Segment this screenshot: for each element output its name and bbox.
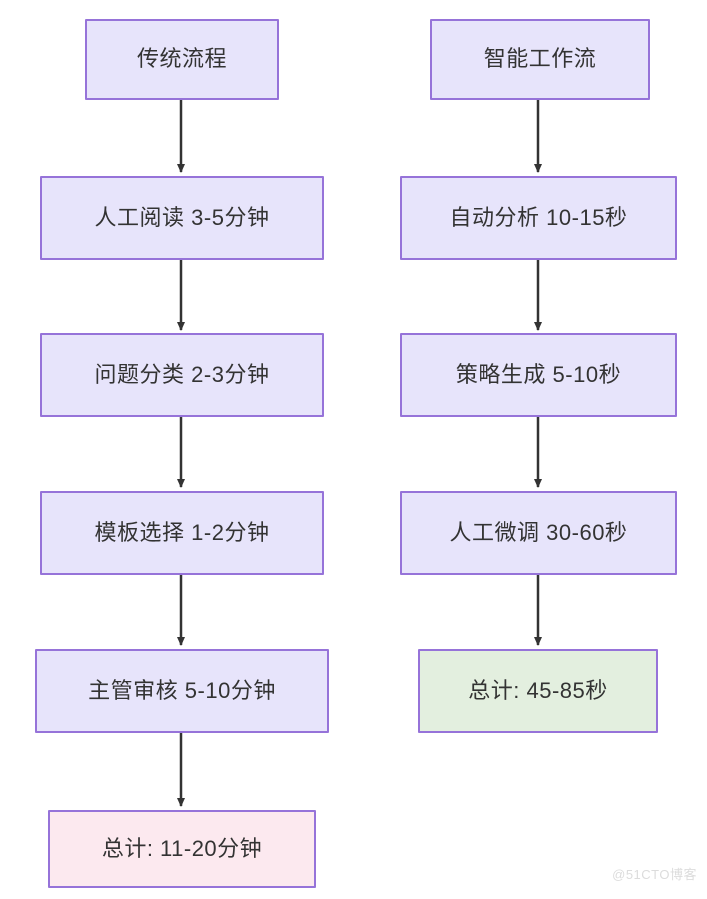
node-traditional-step-2[interactable]: 问题分类 2-3分钟 bbox=[40, 333, 324, 417]
node-traditional-title[interactable]: 传统流程 bbox=[85, 19, 279, 100]
node-label: 总计: 11-20分钟 bbox=[101, 835, 263, 861]
node-traditional-step-3[interactable]: 模板选择 1-2分钟 bbox=[40, 491, 324, 575]
node-label: 问题分类 2-3分钟 bbox=[94, 361, 270, 387]
node-label: 智能工作流 bbox=[483, 46, 597, 72]
node-intelligent-step-1[interactable]: 自动分析 10-15秒 bbox=[400, 176, 677, 260]
node-label: 总计: 45-85秒 bbox=[468, 677, 608, 703]
node-label: 模板选择 1-2分钟 bbox=[94, 519, 270, 545]
node-label: 策略生成 5-10秒 bbox=[455, 361, 622, 387]
node-traditional-step-4[interactable]: 主管审核 5-10分钟 bbox=[35, 649, 329, 733]
node-label: 自动分析 10-15秒 bbox=[449, 204, 628, 230]
watermark: @51CTO博客 bbox=[612, 867, 697, 882]
node-intelligent-total[interactable]: 总计: 45-85秒 bbox=[418, 649, 658, 733]
node-label: 传统流程 bbox=[136, 46, 227, 72]
node-traditional-total[interactable]: 总计: 11-20分钟 bbox=[48, 810, 316, 888]
node-label: 主管审核 5-10分钟 bbox=[88, 677, 276, 703]
node-intelligent-step-2[interactable]: 策略生成 5-10秒 bbox=[400, 333, 677, 417]
node-intelligent-step-3[interactable]: 人工微调 30-60秒 bbox=[400, 491, 677, 575]
node-label: 人工微调 30-60秒 bbox=[449, 519, 628, 545]
node-label: 人工阅读 3-5分钟 bbox=[94, 204, 270, 230]
node-traditional-step-1[interactable]: 人工阅读 3-5分钟 bbox=[40, 176, 324, 260]
node-intelligent-title[interactable]: 智能工作流 bbox=[430, 19, 650, 100]
